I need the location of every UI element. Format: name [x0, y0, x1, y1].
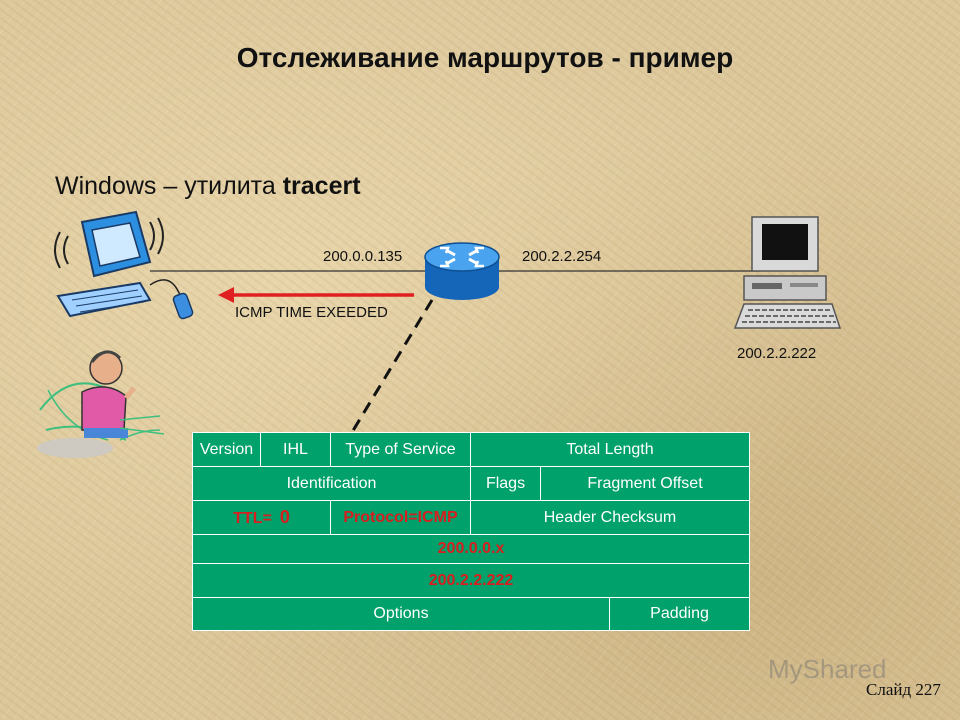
ttl-value: 0 — [279, 507, 290, 527]
field-options: Options — [192, 597, 610, 631]
field-flags: Flags — [470, 466, 541, 501]
field-source-address: 200.0.0.x — [191, 534, 751, 564]
field-padding: Padding — [608, 597, 751, 631]
subtitle-prefix: Windows – утилита — [55, 172, 283, 200]
ttl-label: TTL= — [233, 510, 272, 527]
router-icon — [424, 242, 500, 300]
server-icon — [733, 216, 842, 329]
field-fragment-offset: Fragment Offset — [539, 466, 751, 501]
subtitle-bold: tracert — [282, 172, 361, 200]
ip-header-table: Version IHL Type of Service Total Length… — [191, 432, 751, 631]
workstation-icon — [54, 210, 194, 320]
slide-title: Отслеживание маршрутов - пример — [236, 42, 734, 73]
field-destination-address: 200.2.2.222 — [191, 563, 751, 598]
field-version: Version — [192, 432, 261, 467]
field-ttl: TTL= 0 — [192, 500, 331, 535]
icmp-message: ICMP TIME EXEEDED — [235, 304, 388, 321]
host-ip: 200.2.2.222 — [737, 345, 817, 362]
watermark: MyShared — [768, 654, 887, 684]
field-protocol: Protocol=ICMP — [330, 500, 471, 535]
router-right-ip: 200.2.2.254 — [522, 248, 602, 265]
field-header-checksum: Header Checksum — [469, 500, 751, 535]
slide-number: Слайд 227 — [866, 680, 941, 699]
red-arrow-icon — [218, 287, 414, 303]
field-ihl: IHL — [260, 432, 331, 467]
router-left-ip: 200.0.0.135 — [323, 248, 403, 265]
subtitle: Windows – утилита tracert — [55, 172, 361, 201]
user-clipart-icon — [37, 350, 165, 458]
field-identification: Identification — [192, 466, 471, 501]
field-type-of-service: Type of Service — [330, 432, 471, 467]
field-total-length: Total Length — [469, 432, 751, 467]
